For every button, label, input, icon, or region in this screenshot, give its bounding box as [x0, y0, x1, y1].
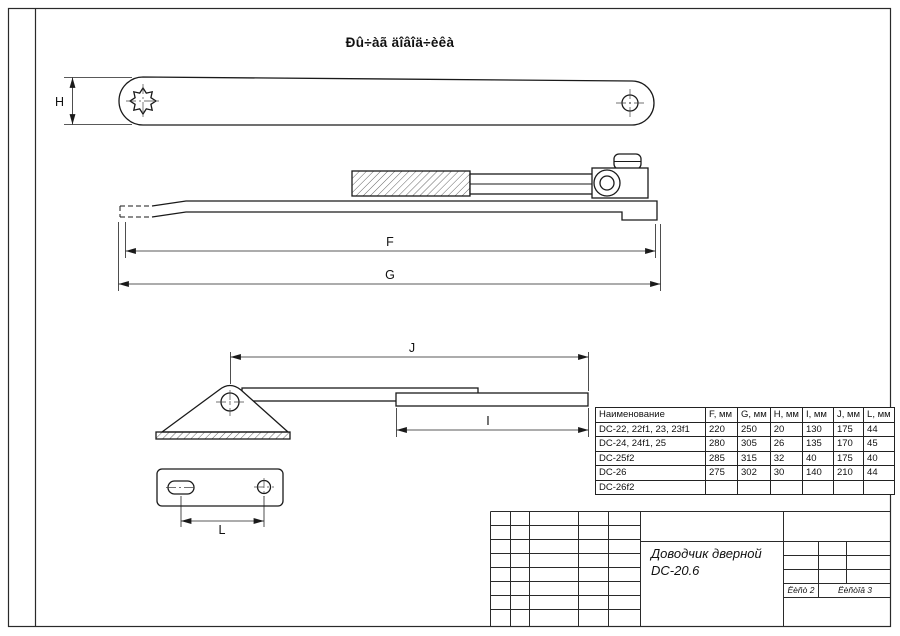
spec-cell	[832, 479, 865, 495]
dim-label-h: H	[55, 95, 64, 109]
product-model: DC-20.6	[651, 563, 700, 578]
sheets-total: Ëèñòîâ 3	[837, 585, 873, 595]
arm-channel-hatched	[351, 170, 471, 197]
spec-header-cell: H, мм	[769, 407, 803, 423]
spec-header-cell: I, мм	[801, 407, 834, 423]
spec-cell: 44	[863, 465, 895, 481]
spec-cell	[705, 479, 738, 495]
dim-h	[64, 77, 132, 125]
spec-cell: DC-24, 24f1, 25	[595, 436, 706, 452]
sheet-number: Ëèñò 2	[787, 585, 815, 595]
spec-cell: 20	[769, 421, 803, 437]
spec-cell: 130	[801, 421, 834, 437]
spec-cell	[801, 479, 834, 495]
spec-cell: 45	[863, 436, 895, 452]
bracket-centerlines	[216, 390, 244, 416]
spec-cell: 40	[863, 450, 895, 466]
spec-header-row: Наименование F, мм G, мм H, мм I, мм J, …	[595, 407, 895, 423]
spec-cell: 44	[863, 421, 895, 437]
spec-cell	[863, 479, 895, 495]
spec-cell: 30	[769, 465, 803, 481]
plate-body	[156, 468, 284, 507]
spec-cell: 305	[737, 436, 771, 452]
spec-cell	[769, 479, 803, 495]
spec-cell: 175	[832, 450, 865, 466]
spec-cell: 302	[737, 465, 771, 481]
spec-cell: DC-26	[595, 465, 706, 481]
spec-cell: 220	[705, 421, 738, 437]
spec-cell: 135	[801, 436, 834, 452]
spec-header-cell: F, мм	[705, 407, 738, 423]
title-block-grid	[490, 511, 891, 627]
table-row: DC-24, 24f1, 25 280 305 26 135 170 45	[595, 436, 895, 452]
plate-centerlines	[166, 478, 274, 497]
pivot-inner-circle	[599, 175, 615, 191]
spec-cell: 275	[705, 465, 738, 481]
spec-cell: 285	[705, 450, 738, 466]
spec-cell: 26	[769, 436, 803, 452]
spec-cell: 315	[737, 450, 771, 466]
product-name: Доводчик дверной	[651, 546, 762, 561]
dim-i	[396, 408, 589, 437]
dim-g	[118, 222, 661, 291]
pivot-outer-circle	[593, 169, 621, 197]
spec-cell: DC-26f2	[595, 479, 706, 495]
table-row: DC-26 275 302 30 140 210 44	[595, 465, 895, 481]
spec-cell: 175	[832, 421, 865, 437]
spec-cell: 40	[801, 450, 834, 466]
spec-cell: 140	[801, 465, 834, 481]
top-view-arm	[118, 76, 655, 126]
hidden-tip	[119, 205, 152, 218]
bracket-base-hatched	[155, 431, 291, 440]
dim-label-g: G	[385, 268, 395, 282]
sheet-frame	[7, 7, 892, 628]
spec-header-cell: G, мм	[737, 407, 771, 423]
lower-bar	[151, 200, 658, 221]
spec-cell	[737, 479, 771, 495]
dim-l	[180, 496, 265, 527]
dim-label-l: L	[219, 523, 226, 537]
bracket-arm-2	[395, 392, 589, 407]
spec-cell: 250	[737, 421, 771, 437]
top-view-centerlines	[126, 84, 644, 118]
dim-f	[125, 222, 656, 258]
spec-cell: 32	[769, 450, 803, 466]
table-row: DC-25f2 285 315 32 40 175 40	[595, 450, 895, 466]
spec-cell: DC-25f2	[595, 450, 706, 466]
spec-cell: 170	[832, 436, 865, 452]
spec-header-cell: J, мм	[832, 407, 865, 423]
spec-cell: 210	[832, 465, 865, 481]
drawing-title: Ðû÷àã äîâîä÷èêà	[345, 35, 455, 50]
side-view-assembly	[119, 153, 658, 221]
dim-j	[230, 352, 589, 391]
title-block-name: Доводчик дверной DC-20.6	[651, 545, 781, 579]
spec-header-cell: Наименование	[595, 407, 706, 423]
spec-cell: 280	[705, 436, 738, 452]
dim-label-f: F	[386, 235, 394, 249]
dim-label-j: J	[409, 341, 415, 355]
table-row: DC-22, 22f1, 23, 23f1 220 250 20 130 175…	[595, 421, 895, 437]
bracket-view	[155, 384, 589, 440]
table-row: DC-26f2	[595, 479, 895, 495]
spec-cell: DC-22, 22f1, 23, 23f1	[595, 421, 706, 437]
spec-header-cell: L, мм	[863, 407, 895, 423]
spec-table: Наименование F, мм G, мм H, мм I, мм J, …	[595, 407, 895, 495]
dim-label-i: I	[486, 414, 489, 428]
